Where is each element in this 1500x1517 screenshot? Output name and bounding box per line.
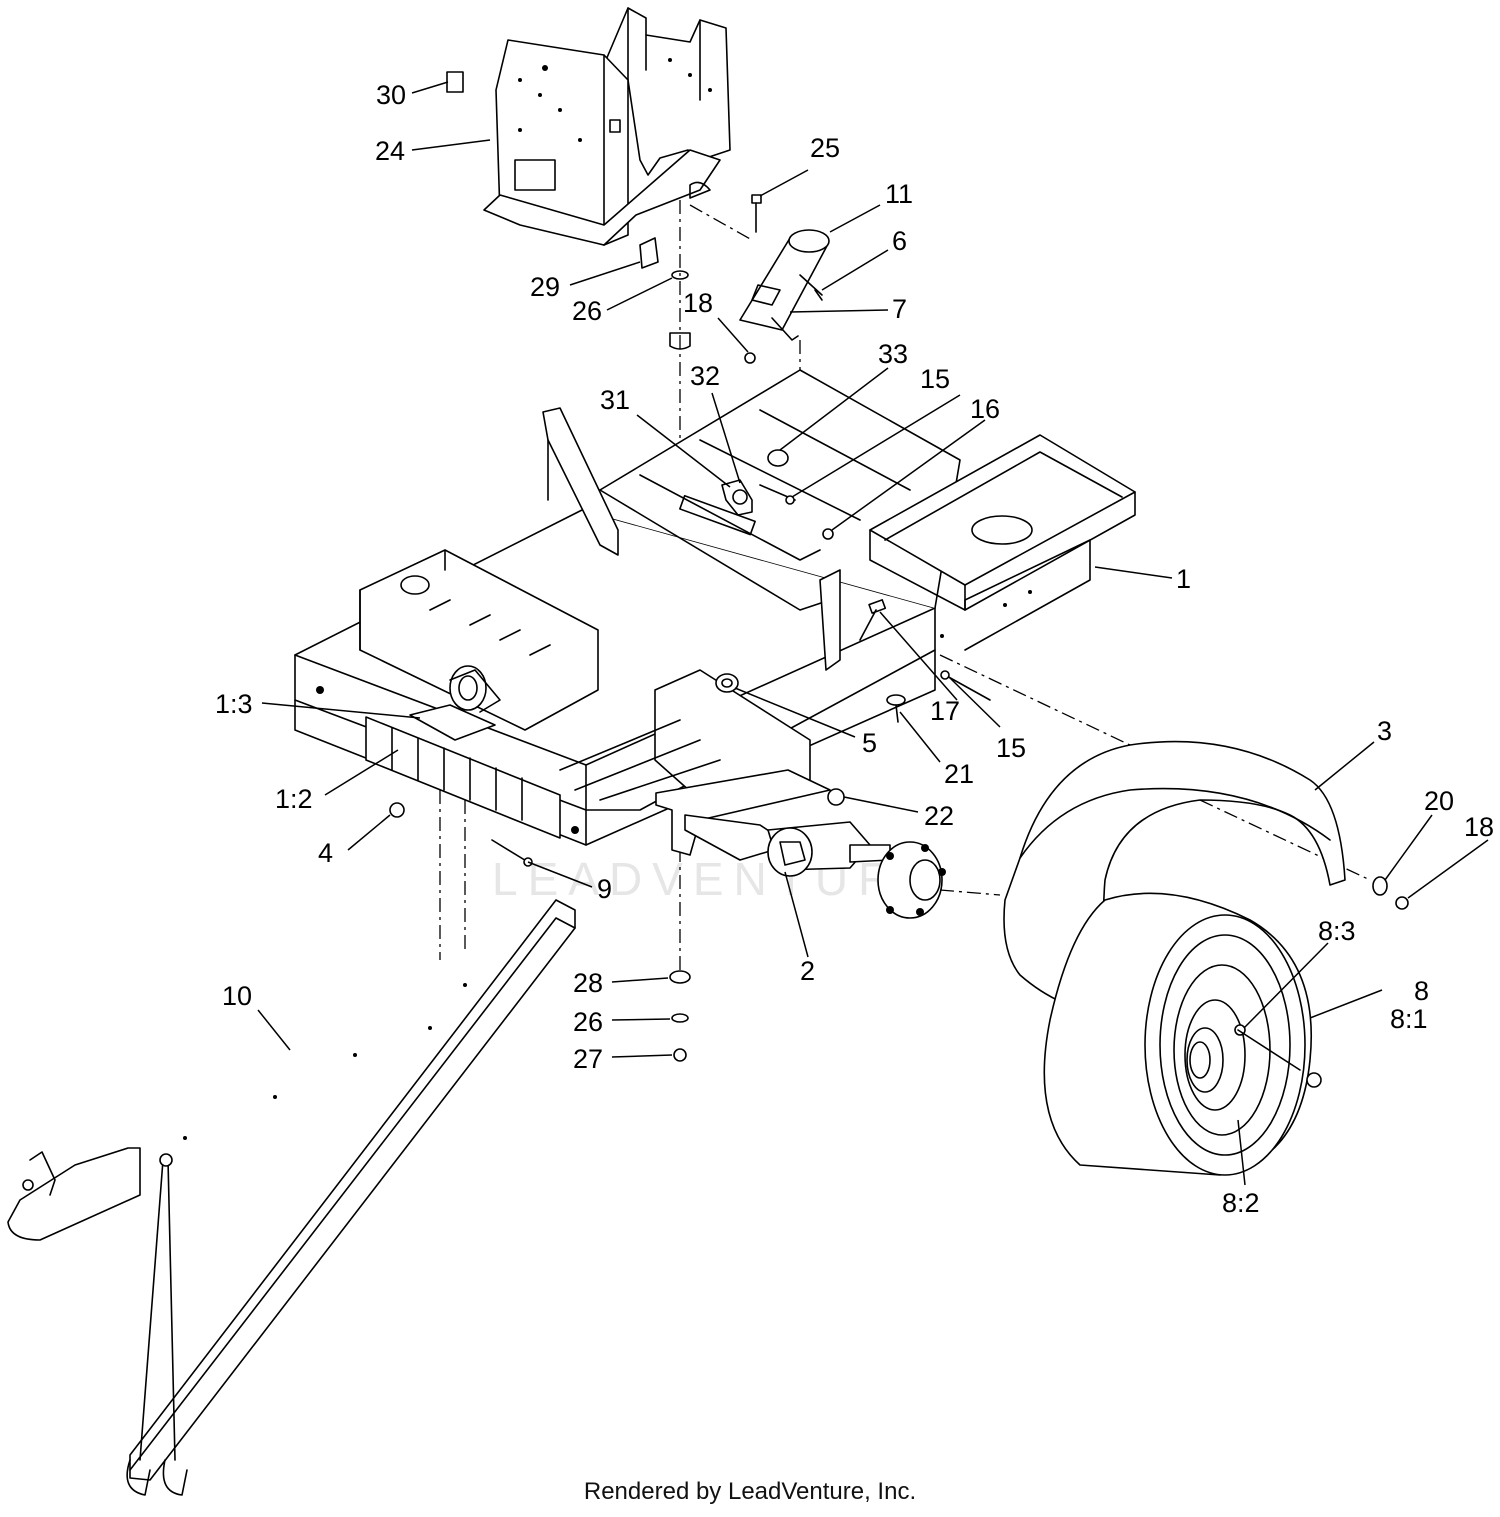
callout-28: 28	[573, 968, 603, 998]
callout-29: 29	[530, 272, 560, 302]
bolt-21	[886, 694, 906, 723]
tire-wheel-8	[1043, 892, 1322, 1176]
decal-29	[639, 237, 659, 269]
steering-tube-11	[739, 229, 830, 341]
bolt-25	[751, 194, 762, 233]
callout-18: 18	[683, 288, 713, 318]
nut-18-right	[1395, 896, 1409, 910]
leader-lines	[257, 81, 1489, 1186]
callout-33: 33	[878, 339, 908, 369]
nut-27	[673, 1048, 687, 1062]
bolt-16	[822, 528, 834, 540]
pin-15-upper	[759, 484, 796, 505]
callout-18-right: 18	[1464, 812, 1494, 842]
nut-18-upper	[744, 352, 756, 364]
decal-30	[446, 71, 464, 93]
bracket-32	[721, 479, 753, 516]
callout-15: 15	[920, 364, 950, 394]
callout-9: 9	[597, 874, 612, 904]
nut-22	[827, 788, 845, 806]
callout-6: 6	[892, 226, 907, 256]
callout-21: 21	[944, 759, 974, 789]
callout-3: 3	[1377, 716, 1392, 746]
callout-1-2: 1:2	[275, 784, 313, 814]
decal-panel	[365, 704, 561, 839]
bolt-17	[859, 599, 887, 641]
callout-25: 25	[810, 133, 840, 163]
nut-4	[389, 802, 405, 818]
axle-assembly	[684, 814, 946, 919]
bushing-28	[669, 970, 691, 984]
control-tower	[483, 7, 731, 246]
callout-17: 17	[930, 696, 960, 726]
callout-4: 4	[318, 838, 333, 868]
washer-26-lower	[671, 1013, 689, 1023]
callout-2: 2	[800, 956, 815, 986]
callout-32: 32	[690, 361, 720, 391]
callout-16: 16	[970, 394, 1000, 424]
washer-5	[715, 673, 739, 693]
callout-7: 7	[892, 294, 907, 324]
tongue-10	[7, 899, 576, 1481]
callout-5: 5	[862, 728, 877, 758]
callout-20: 20	[1424, 786, 1454, 816]
callout-26-lower: 26	[573, 1007, 603, 1037]
washer-20	[1372, 876, 1388, 896]
callout-26: 26	[572, 296, 602, 326]
footer-credit: Rendered by LeadVenture, Inc.	[583, 1478, 917, 1505]
callout-31: 31	[600, 385, 630, 415]
cap-33	[767, 449, 789, 467]
callout-8-3: 8:3	[1318, 916, 1356, 946]
safety-chains	[126, 1153, 188, 1496]
callout-27: 27	[573, 1044, 603, 1074]
callout-30: 30	[376, 80, 406, 110]
callout-1-3: 1:3	[215, 689, 253, 719]
callout-10: 10	[222, 981, 252, 1011]
callout-15-lower: 15	[996, 733, 1026, 763]
engine-clutch	[449, 665, 501, 713]
callout-22: 22	[924, 801, 954, 831]
callout-24: 24	[375, 136, 405, 166]
callouts: 30 24 25 11 6 7 18 29 26 33 32 31 15 16 …	[215, 80, 1494, 1218]
callout-11: 11	[885, 179, 913, 209]
callout-8: 8	[1414, 976, 1429, 1006]
callout-8-2: 8:2	[1222, 1188, 1260, 1218]
callout-1: 1	[1176, 564, 1191, 594]
pin-15-lower	[940, 670, 991, 701]
callout-8-1: 8:1	[1390, 1004, 1428, 1034]
